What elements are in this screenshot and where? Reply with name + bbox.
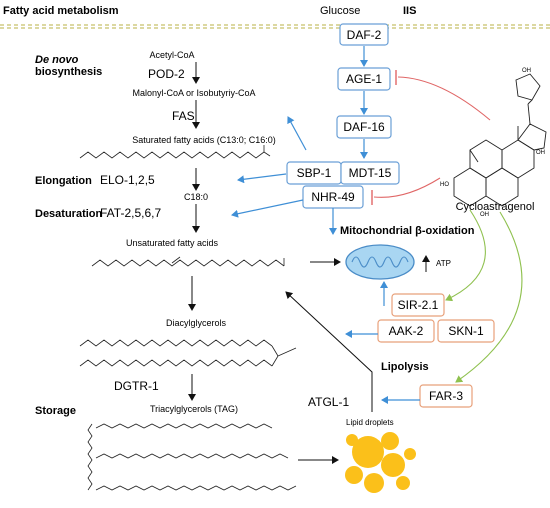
dag-glycerol <box>277 347 297 357</box>
biosynthesis-heading: biosynthesis <box>35 66 102 78</box>
green-arrow-far3 <box>455 211 523 383</box>
unsaturated-fa-label: Unsaturated fatty acids <box>126 238 219 248</box>
oh-label-3: OH <box>536 150 545 156</box>
tag-backbone <box>87 423 93 491</box>
arrow-sbp1-elo <box>237 173 287 184</box>
daf2-label: DAF-2 <box>347 28 382 42</box>
mdt15-box <box>340 161 400 185</box>
dag-ester-link-2 <box>271 355 279 367</box>
age1-box <box>337 67 391 91</box>
acetyl-coa-label: Acetyl-CoA <box>149 50 194 60</box>
oh-label-1: OH <box>522 68 531 74</box>
dag-chain-1 <box>79 339 273 347</box>
daf16-box <box>336 115 392 139</box>
sir21-box <box>391 293 445 317</box>
far3-label: FAR-3 <box>429 389 463 403</box>
unsaturated-fatty-acid-structure <box>91 259 285 267</box>
cycloastragenol-label: Cycloastragenol <box>456 201 535 213</box>
unsaturated-double-bond <box>171 256 181 264</box>
glucose-label: Glucose <box>320 5 360 17</box>
iis-label: IIS <box>403 5 416 17</box>
dag-ester-link <box>271 345 279 357</box>
desaturation-heading: Desaturation <box>35 208 103 220</box>
dgtr1-label: DGTR-1 <box>114 379 159 393</box>
inhibit-nhr49 <box>373 177 441 198</box>
arrow-lipolysis-return <box>285 291 373 412</box>
green-arrow-sir21 <box>445 209 486 302</box>
pod2-label: POD-2 <box>148 67 185 81</box>
oh-label-2: HO <box>440 182 449 188</box>
sir21-label: SIR-2.1 <box>398 298 439 312</box>
lipolysis-heading: Lipolysis <box>381 361 429 373</box>
aak2-label: AAK-2 <box>389 324 424 338</box>
skn1-label: SKN-1 <box>448 324 484 338</box>
saturated-fa-label: Saturated fatty acids (C13:0; C16:0) <box>132 135 276 145</box>
oh-label-4: OH <box>480 212 489 218</box>
diacylglycerols-label: Diacylglycerols <box>166 318 227 328</box>
lipid-droplets-icon <box>345 432 416 493</box>
elo-label: ELO-1,2,5 <box>100 173 155 187</box>
storage-heading: Storage <box>35 405 76 417</box>
fas-label: FAS <box>172 109 195 123</box>
mito-label: Mitochondrial β-oxidation <box>340 225 475 237</box>
far3-box <box>419 384 473 408</box>
nhr49-label: NHR-49 <box>311 190 355 204</box>
tag-label: Triacylglycerols (TAG) <box>150 404 238 414</box>
daf16-label: DAF-16 <box>343 120 385 134</box>
skn1-box <box>437 319 495 343</box>
atp-label: ATP <box>436 259 451 268</box>
elongation-heading: Elongation <box>35 175 92 187</box>
aak2-box <box>377 319 435 343</box>
mitochondrion-icon <box>345 244 415 280</box>
de-novo-heading: De novo <box>35 54 79 66</box>
lipid-droplets-label: Lipid droplets <box>346 418 394 427</box>
c18-label: C18:0 <box>184 192 208 202</box>
daf2-box <box>339 23 389 46</box>
saturated-fatty-acid-structure <box>79 151 265 159</box>
fatty-acid-metabolism-title: Fatty acid metabolism <box>3 5 119 17</box>
tag-chain-2 <box>95 453 289 459</box>
atgl1-label: ATGL-1 <box>308 395 349 409</box>
tag-chain-3 <box>95 485 297 491</box>
inhibit-age1 <box>397 76 491 121</box>
saturated-oh-bond <box>263 151 271 157</box>
mdt15-label: MDT-15 <box>349 166 392 180</box>
fat-label: FAT-2,5,6,7 <box>100 206 161 220</box>
age1-label: AGE-1 <box>346 72 382 86</box>
sbp1-label: SBP-1 <box>297 166 332 180</box>
arrow-nhr49-fat <box>231 199 304 218</box>
dag-chain-2 <box>79 359 273 367</box>
cycloastragenol-structure <box>453 73 547 207</box>
tag-chain-1 <box>95 423 273 429</box>
malonyl-label: Malonyl-CoA or Isobutyriy-CoA <box>132 88 255 98</box>
arrow-sbp1-fas <box>287 116 307 151</box>
